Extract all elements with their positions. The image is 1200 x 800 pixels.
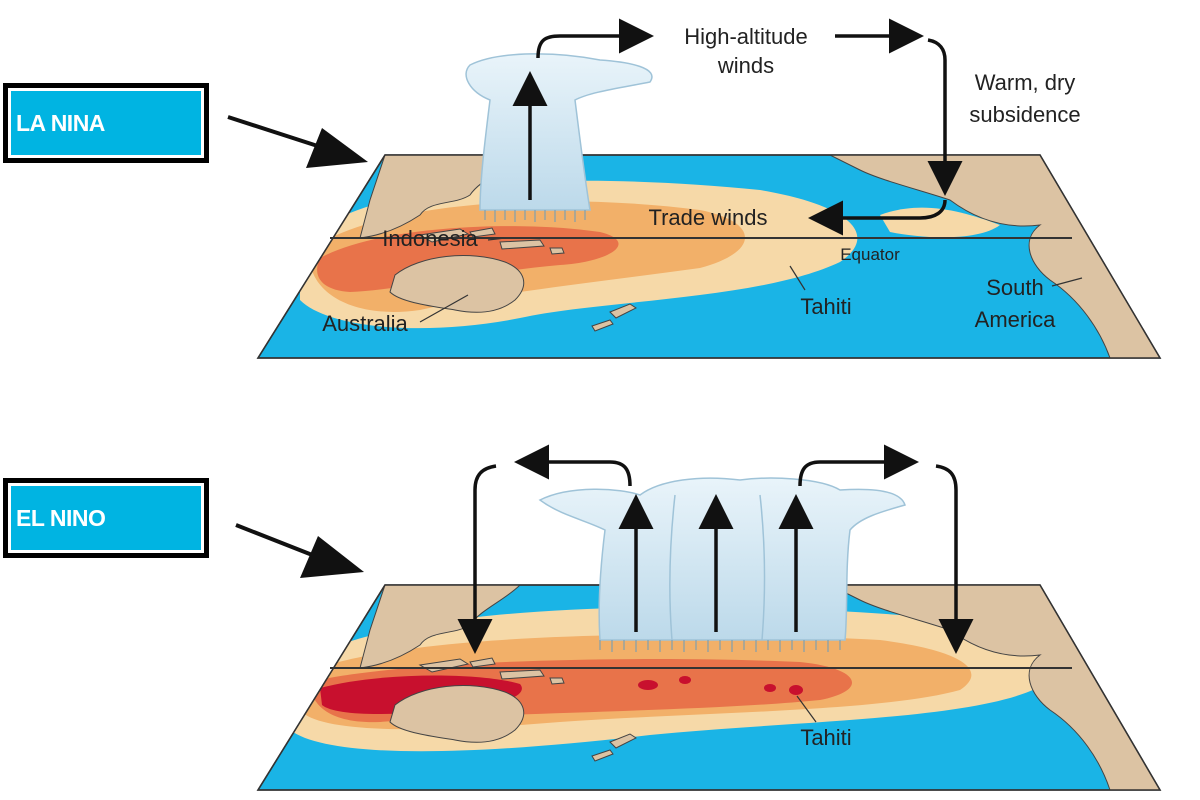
- trade-winds-arrow: [808, 199, 947, 236]
- warm-dry-label-line2: subsidence: [969, 102, 1080, 127]
- el-nino-pointer-arrow: [235, 523, 364, 578]
- high-altitude-label-line2: winds: [717, 53, 774, 78]
- warm-dry-label-line1: Warm, dry: [975, 70, 1076, 95]
- indonesia-islands: [418, 227, 565, 255]
- australia-landmass: [389, 255, 525, 313]
- australia-label: Australia: [322, 311, 408, 336]
- la-nina-tag: LA NINA: [3, 83, 209, 163]
- indonesia-islands-el-nino: [418, 657, 565, 685]
- outflow-arrow-east: [798, 444, 919, 487]
- descending-arrow-east: [935, 464, 974, 654]
- americas-landmass-el-nino: [829, 585, 1160, 790]
- outflow-arrow-west: [514, 444, 632, 487]
- new-zealand: [591, 303, 637, 332]
- subsidence-arrow: [927, 38, 963, 196]
- australia-landmass-el-nino: [389, 685, 525, 743]
- la-nina-tag-label: LA NINA: [16, 109, 105, 136]
- indonesia-label: Indonesia: [382, 226, 478, 251]
- tahiti-label: Tahiti: [800, 294, 851, 319]
- el-nino-tag-label: EL NINO: [16, 504, 106, 531]
- trade-winds-label: Trade winds: [648, 205, 767, 230]
- south-america-label-line2: America: [975, 307, 1056, 332]
- la-nina-pointer-arrow: [227, 115, 368, 168]
- high-altitude-label-line1: High-altitude: [684, 24, 808, 49]
- descending-arrow-west: [457, 464, 497, 654]
- americas-landmass: [829, 155, 1160, 358]
- equator-label: Equator: [840, 245, 900, 264]
- la-nina-map: High-altitude winds Warm, dry subsidence…: [256, 18, 1162, 359]
- high-altitude-arrow-left: [536, 18, 654, 59]
- el-nino-map: Tahiti: [256, 444, 1162, 791]
- tahiti-label-el-nino: Tahiti: [800, 725, 851, 750]
- asia-landmass-el-nino: [359, 585, 522, 669]
- south-america-label-line1: South: [986, 275, 1044, 300]
- el-nino-tag: EL NINO: [3, 478, 209, 558]
- new-zealand-el-nino: [591, 733, 637, 762]
